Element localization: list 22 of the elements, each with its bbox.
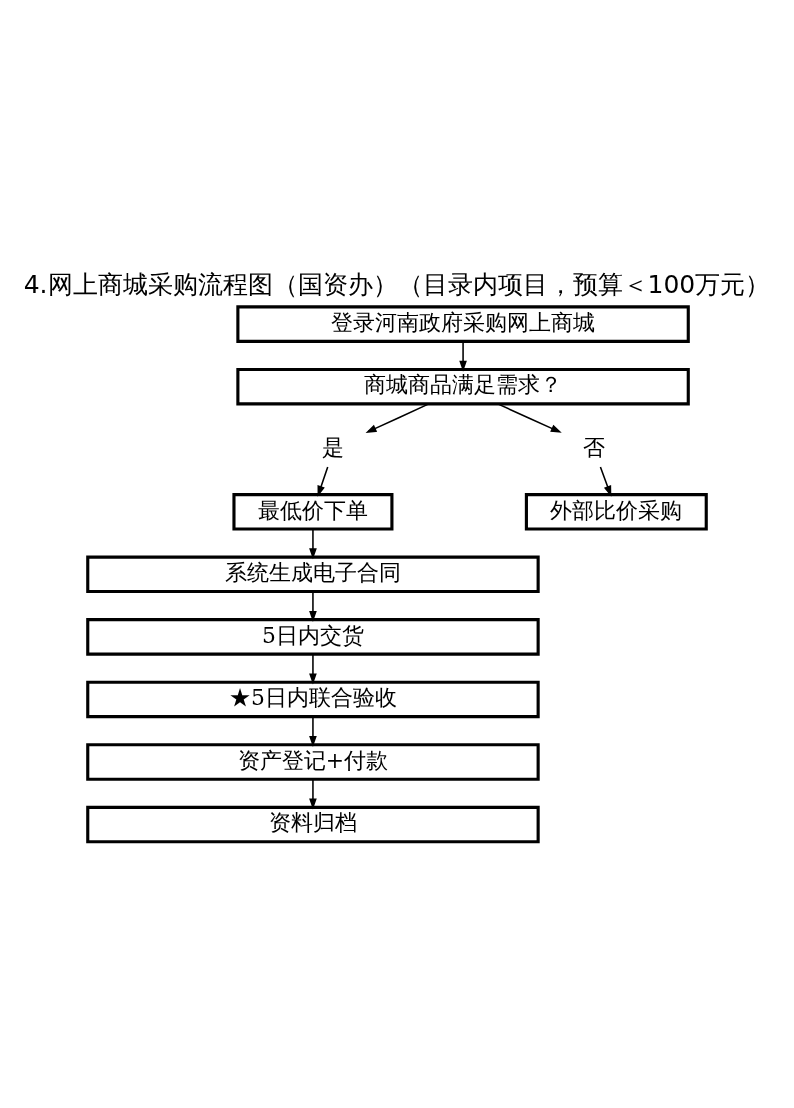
node-text: 否 bbox=[583, 435, 606, 461]
node-box: 资产登记+付款 bbox=[86, 743, 540, 781]
node-box: 资料归档 bbox=[86, 805, 540, 844]
node-text: 是 bbox=[322, 435, 345, 461]
arrow bbox=[365, 403, 430, 433]
node-box: 登录河南政府采购网上商城 bbox=[236, 305, 690, 343]
arrow bbox=[599, 466, 612, 497]
node-box: 系统生成电子合同 bbox=[86, 555, 540, 594]
node-box: 最低价下单 bbox=[232, 493, 394, 531]
node-box: 5日内交货 bbox=[86, 618, 540, 656]
node-box: 外部比价采购 bbox=[524, 493, 708, 531]
node-box: ★5日内联合验收 bbox=[86, 680, 540, 719]
arrow bbox=[309, 591, 317, 622]
arrow bbox=[309, 716, 317, 747]
diagram-title: 4.网上商城采购流程图（国资办）（目录内项目，预算＜100万元） bbox=[23, 269, 771, 299]
arrow bbox=[309, 653, 317, 685]
arrow bbox=[309, 779, 317, 810]
arrow bbox=[309, 528, 317, 560]
node-box: 商城商品满足需求？ bbox=[236, 367, 690, 406]
arrow bbox=[317, 466, 329, 497]
arrow bbox=[497, 403, 562, 433]
arrow bbox=[459, 341, 467, 372]
